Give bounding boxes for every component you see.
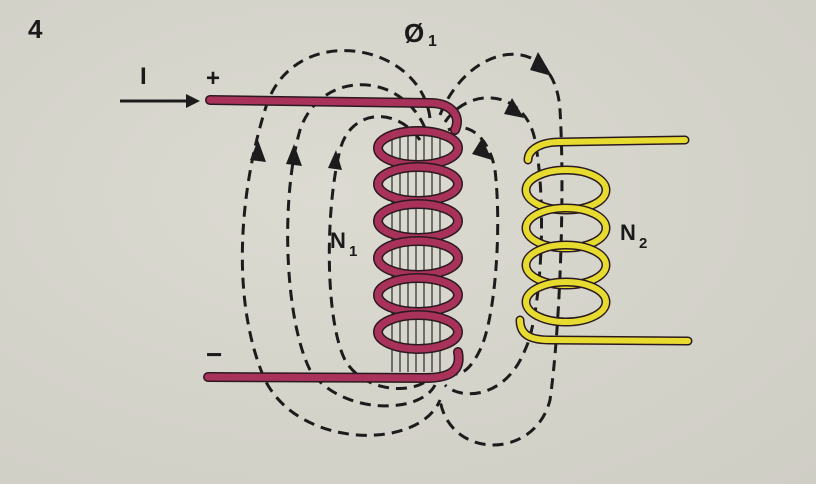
primary-turn <box>373 199 463 243</box>
minus-sign: − <box>206 339 222 370</box>
figure-number: 4 <box>28 14 43 44</box>
current-arrow <box>120 94 200 108</box>
flux-arrow <box>286 144 302 166</box>
primary-subscript: 1 <box>349 243 357 260</box>
flux-line-inner <box>327 115 434 390</box>
primary-turn <box>373 310 463 354</box>
flux-arrow <box>530 52 552 76</box>
flux-arrow <box>472 138 492 160</box>
flux-line-linking-inner <box>446 125 500 376</box>
flux-symbol: Ø <box>404 18 424 48</box>
primary-coil <box>203 95 464 384</box>
plus-sign: + <box>206 65 220 92</box>
flux-arrow <box>504 98 524 118</box>
flux-subscript: 1 <box>428 33 437 50</box>
flux-arrow <box>328 150 342 170</box>
primary-label: N <box>330 228 346 253</box>
flux-arrows <box>250 52 552 170</box>
secondary-subscript: 2 <box>639 235 647 252</box>
primary-turn <box>373 273 463 317</box>
flux-line-outer <box>240 49 442 437</box>
secondary-label: N <box>620 220 636 245</box>
flux-line-linking-outer <box>438 52 564 447</box>
secondary-turn <box>521 277 611 327</box>
primary-turn <box>373 236 463 280</box>
secondary-coil <box>515 135 693 346</box>
primary-turn <box>373 162 463 206</box>
flux-arrow <box>250 140 266 162</box>
flux-line-middle <box>286 83 437 408</box>
current-label: I <box>140 63 147 90</box>
